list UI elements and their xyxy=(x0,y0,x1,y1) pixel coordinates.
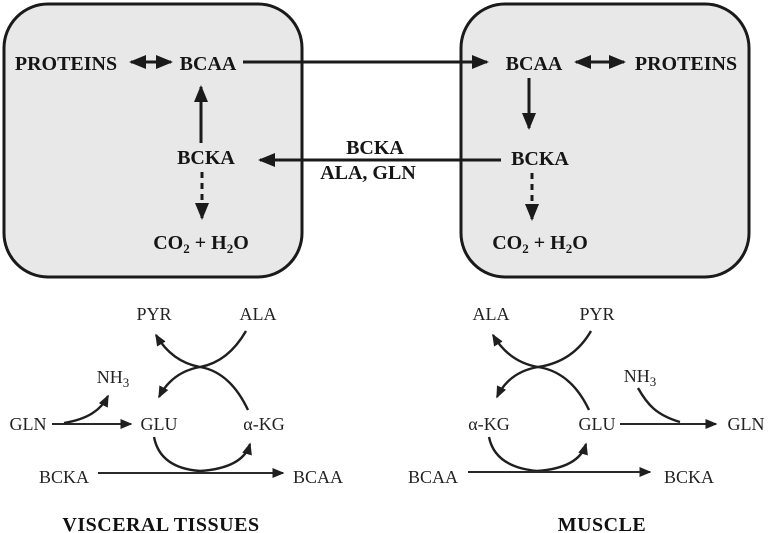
visceral-glu-to-akg-curved-arrow xyxy=(152,436,252,473)
visceral-bcka-label: BCKA xyxy=(177,147,235,169)
visceral-bcka-substrate-label: BCKA xyxy=(39,467,89,487)
visceral-glu-label: GLU xyxy=(141,414,178,434)
visceral-ala-label: ALA xyxy=(240,304,277,324)
visceral-nh3-label: NH3 xyxy=(97,367,130,390)
interorgan-bcka-label: BCKA xyxy=(346,137,404,159)
visceral-gln-label: GLN xyxy=(10,414,47,434)
muscle-ala-label: ALA xyxy=(473,304,510,324)
visceral-bcaa-product-label: BCAA xyxy=(293,467,343,487)
muscle-pyr-label: PYR xyxy=(579,304,614,324)
muscle-nh3-label: NH3 xyxy=(624,366,657,389)
interorgan-ala-gln-label: ALA, GLN xyxy=(320,162,416,184)
visceral-bcaa-label: BCAA xyxy=(180,53,237,75)
visceral-akg-label: α-KG xyxy=(243,414,284,434)
visceral-pyr-label: PYR xyxy=(136,304,171,324)
muscle-akg-to-glu-curved-arrow xyxy=(487,436,588,473)
visceral-co2-h2o-label: CO2 + H2O xyxy=(153,232,249,256)
muscle-bcaa-label: BCAA xyxy=(506,53,563,75)
muscle-proteins-label: PROTEINS xyxy=(635,53,737,75)
visceral-akg-to-pyr-curved-arrow xyxy=(154,333,250,411)
muscle-co2-h2o-label: CO2 + H2O xyxy=(492,232,588,256)
muscle-bcka-label: BCKA xyxy=(511,148,569,170)
muscle-glu-label: GLU xyxy=(579,414,616,434)
muscle-bcaa-substrate-label: BCAA xyxy=(408,467,458,487)
visceral-nh3-release-arrow xyxy=(63,394,110,425)
muscle-caption: MUSCLE xyxy=(558,514,647,533)
visceral-proteins-label: PROTEINS xyxy=(15,53,117,75)
muscle-akg-label: α-KG xyxy=(468,414,509,434)
muscle-gln-label: GLN xyxy=(728,414,765,434)
muscle-bcka-product-label: BCKA xyxy=(664,467,714,487)
muscle-pyr-to-akg-curved-arrow xyxy=(495,330,593,399)
visceral-tissues-caption: VISCERAL TISSUES xyxy=(62,514,259,533)
muscle-glu-to-ala-curved-arrow xyxy=(491,333,591,411)
muscle-nh3-uptake-curve xyxy=(636,387,681,424)
visceral-tissue-box xyxy=(2,2,304,279)
